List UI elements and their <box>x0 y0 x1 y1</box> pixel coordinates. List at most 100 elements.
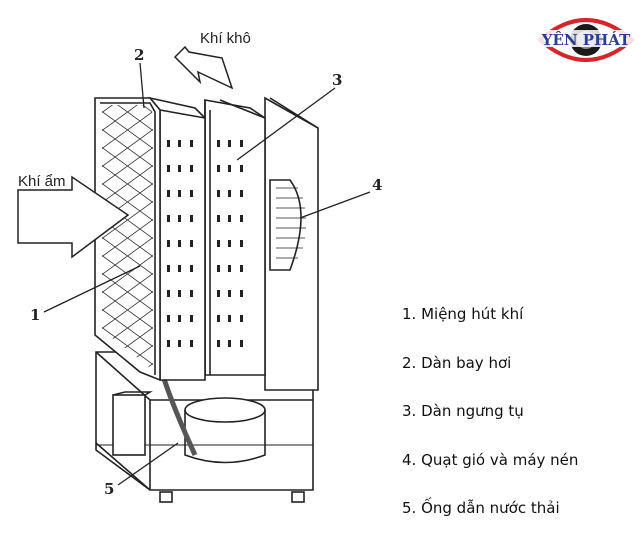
mesh-line <box>100 0 155 6</box>
coil-slot <box>217 340 220 347</box>
mesh-line <box>102 199 153 241</box>
coil-slot <box>167 140 170 147</box>
mesh-line <box>102 289 153 331</box>
coil-slot <box>217 215 220 222</box>
mesh-line <box>102 145 153 187</box>
coil-slot <box>167 240 170 247</box>
coil-slot <box>167 340 170 347</box>
legend-item: 1. Miệng hút khí <box>402 305 524 323</box>
coil-slot <box>228 340 231 347</box>
compressor-top <box>184 397 266 423</box>
coil-slot <box>228 190 231 197</box>
mesh-line <box>100 38 155 78</box>
coil-slot <box>178 240 181 247</box>
intake-filter <box>94 97 161 382</box>
coil-slot <box>240 190 243 197</box>
legend-item: 2. Dàn bay hơi <box>402 353 512 372</box>
coil-slot <box>240 340 243 347</box>
dry-air-label: Khí khô <box>200 30 251 47</box>
humid-air-arrow <box>17 175 130 259</box>
coil-slot <box>240 165 243 172</box>
component-legend: 1. Miệng hút khí 2. Dàn bay hơi 3. Dàn n… <box>402 303 578 546</box>
coil-slot <box>167 315 170 322</box>
coil-slot <box>228 140 231 147</box>
coil-slot <box>167 190 170 197</box>
logo-text: YÊN PHÁT <box>541 31 631 49</box>
coil-slot <box>217 190 220 197</box>
coil-slot <box>167 265 170 272</box>
coil-slot <box>217 265 220 272</box>
coil-slot <box>217 240 220 247</box>
callout-3: 3 <box>332 71 342 89</box>
coil-slot <box>240 265 243 272</box>
coil-slot <box>240 215 243 222</box>
coil-slot <box>167 215 170 222</box>
coil-slot <box>217 315 220 322</box>
coil-slot <box>178 315 181 322</box>
mesh-line <box>102 163 153 205</box>
dehumidifier-diagram: 2 3 4 1 5 Khí khô Khí ẩm <box>17 0 382 503</box>
callout-1: 1 <box>30 306 40 324</box>
coil-slot <box>228 165 231 172</box>
mesh-line <box>102 271 153 313</box>
legend-item: 4. Quạt gió và máy nén <box>402 450 579 469</box>
callout-5: 5 <box>104 480 114 498</box>
coil-slot <box>217 290 220 297</box>
coil-slot <box>178 340 181 347</box>
coil-slot <box>178 190 181 197</box>
coil-slot <box>240 140 243 147</box>
legend-item: 3. Dàn ngưng tụ <box>402 402 524 420</box>
coil-slot <box>217 140 220 147</box>
coil-slot <box>190 240 193 247</box>
coil-slot <box>228 240 231 247</box>
coil-slot <box>178 265 181 272</box>
mesh-line <box>102 235 153 277</box>
coil-slot <box>228 265 231 272</box>
coil-slot <box>190 265 193 272</box>
coil-slot <box>167 165 170 172</box>
mesh-line <box>100 0 155 6</box>
mesh-line <box>100 56 155 96</box>
coil-slot <box>228 290 231 297</box>
coil-slot <box>228 315 231 322</box>
coil-slot <box>178 165 181 172</box>
legend-item: 5. Ống dẫn nước thải <box>402 499 560 517</box>
coil-slot <box>190 190 193 197</box>
coil-slot <box>190 290 193 297</box>
mesh-line <box>100 2 155 42</box>
mesh-line <box>100 0 155 24</box>
coil-slot <box>190 165 193 172</box>
coil-slot <box>178 290 181 297</box>
callout-4: 4 <box>372 176 382 194</box>
coil-slot <box>240 290 243 297</box>
mesh-line <box>102 105 153 115</box>
coil-slot <box>190 215 193 222</box>
mesh-line <box>102 105 153 133</box>
mesh-line <box>102 109 153 151</box>
coil-slot <box>178 215 181 222</box>
coil-slot <box>190 340 193 347</box>
coil-slots <box>167 140 243 347</box>
wheel <box>159 491 173 503</box>
humid-air-label: Khí ẩm <box>18 173 66 190</box>
mesh-line <box>100 2 155 42</box>
control-box <box>112 394 146 456</box>
yen-phat-logo: YÊN PHÁT <box>536 18 636 62</box>
coil-slot <box>190 315 193 322</box>
mesh-line <box>102 127 153 169</box>
wheel <box>291 491 305 503</box>
mesh-line <box>100 20 155 60</box>
mesh-line <box>100 0 155 24</box>
mesh-line <box>102 217 153 259</box>
coil-slot <box>240 240 243 247</box>
mesh-line <box>100 56 155 96</box>
fan <box>269 179 302 271</box>
coil-slot <box>240 315 243 322</box>
coil-slot <box>190 140 193 147</box>
condenser-coil <box>204 99 266 376</box>
dry-air-arrow <box>173 45 234 90</box>
callout-2: 2 <box>134 46 144 64</box>
mesh-line <box>100 38 155 78</box>
mesh-line <box>102 253 153 295</box>
coil-slot <box>167 290 170 297</box>
